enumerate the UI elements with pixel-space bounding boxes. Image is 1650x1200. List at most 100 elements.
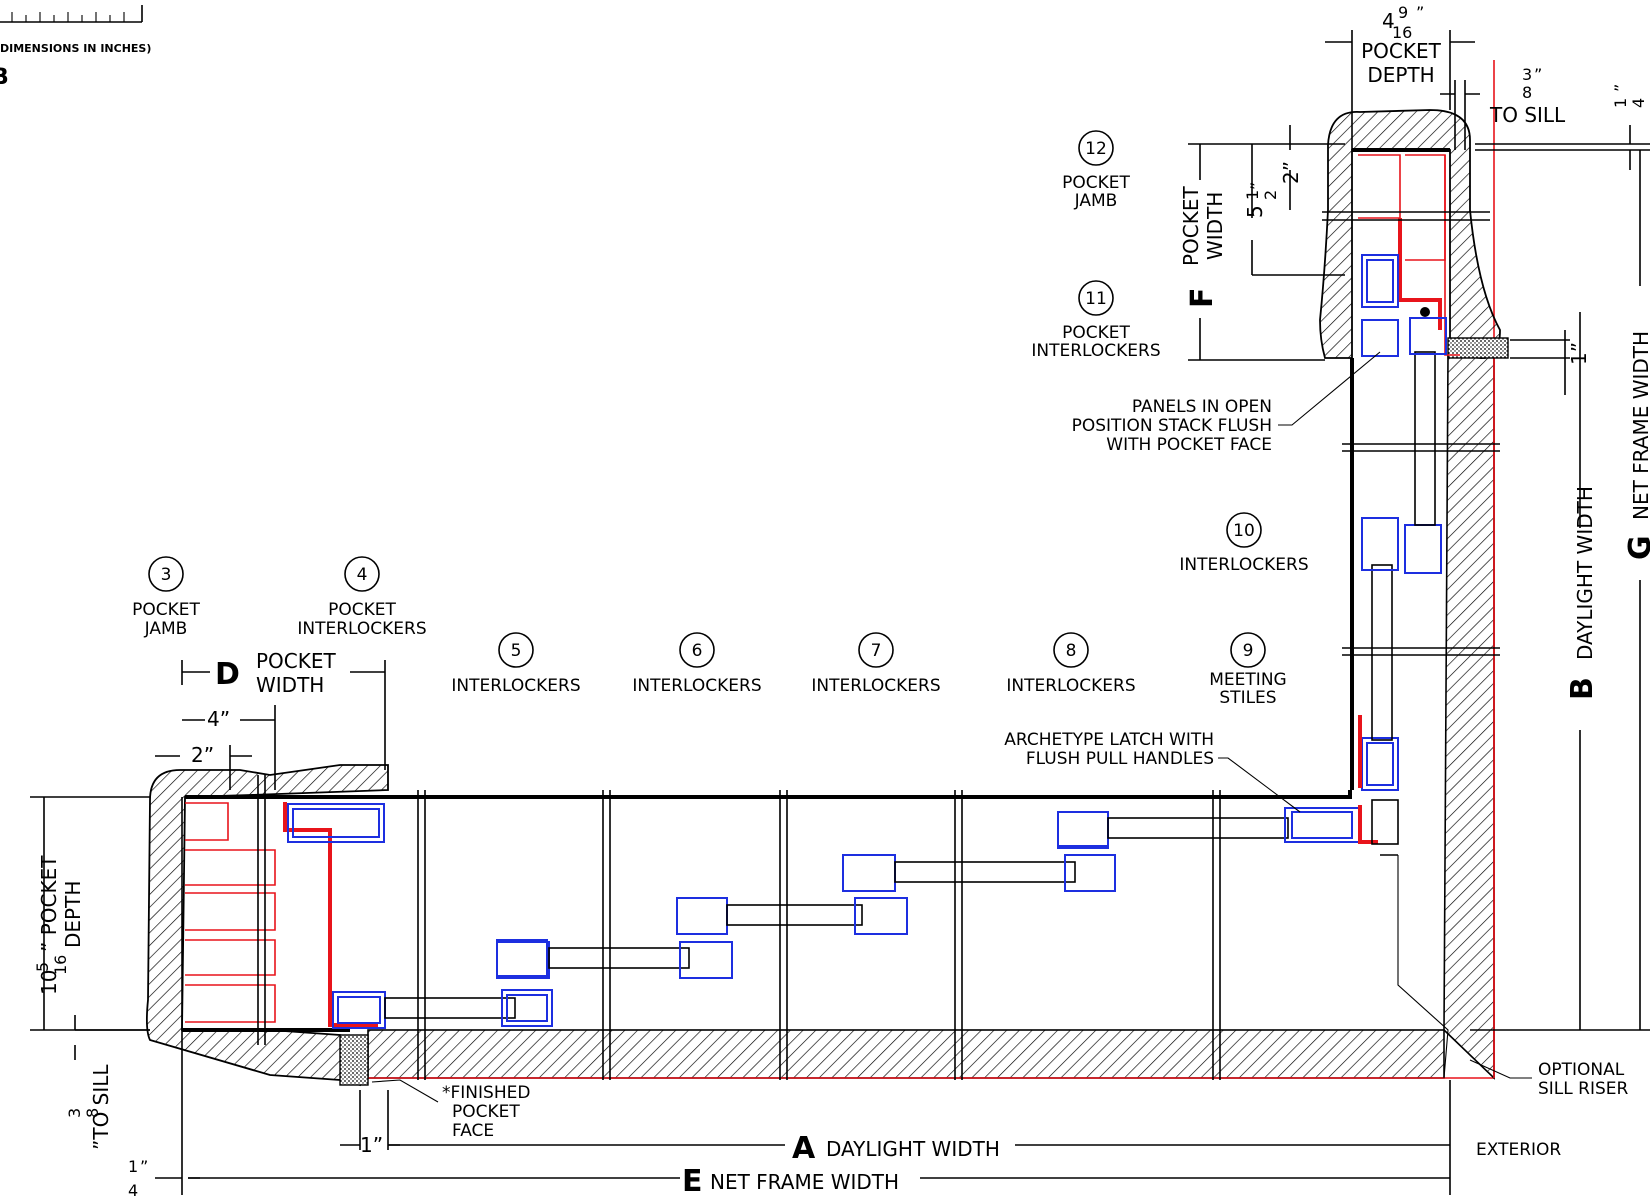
dim-four-in: 4” [207, 707, 230, 731]
callout-12: 12 POCKET JAMB [1062, 130, 1131, 211]
dim-top-depth-label-1: POCKET [1361, 39, 1442, 63]
callout-7: 7 INTERLOCKERS [811, 632, 941, 696]
dim-top-depth-whole: 4 [1382, 9, 1395, 33]
dim-top-sill-den: 8 [1522, 83, 1532, 102]
dimension-d: D POCKET WIDTH 4” 2” [155, 649, 386, 790]
panel-profile-9 [1057, 799, 1399, 847]
callout-6-label: INTERLOCKERS [632, 676, 761, 696]
dim-top-depth-label-2: DEPTH [1367, 63, 1434, 87]
dim-right-quarter-den: 4 [1629, 98, 1648, 108]
callout-4-number: 4 [357, 565, 368, 585]
dimension-left-quarter: 1 4 ” [128, 1157, 200, 1200]
callout-8-label: INTERLOCKERS [1006, 676, 1135, 696]
callout-9: 9 MEETING STILES [1209, 632, 1287, 708]
note-latch-line-1: ARCHETYPE LATCH WITH [1004, 730, 1214, 750]
note-finished-pocket-face: *FINISHED POCKET FACE [371, 1079, 530, 1141]
dim-five-half-whole: 5 [1243, 205, 1267, 218]
dim-a-letter: A [792, 1131, 816, 1166]
scale-note: DIMENSIONS IN INCHES) [0, 42, 151, 55]
callout-11-number: 11 [1085, 289, 1107, 309]
callout-4-label-2: INTERLOCKERS [297, 619, 426, 639]
dim-e-label: NET FRAME WIDTH [710, 1170, 899, 1194]
break-lines [257, 211, 1500, 1080]
note-finished-line-3: FACE [452, 1121, 494, 1141]
dim-right-two: 2” [1279, 161, 1303, 184]
note-panels-line-3: WITH POCKET FACE [1106, 435, 1272, 455]
callout-10-number: 10 [1233, 521, 1255, 541]
dim-left-quarter-den: 4 [128, 1181, 138, 1200]
dim-b-label: DAYLIGHT WIDTH [1573, 486, 1597, 660]
dim-a-label: DAYLIGHT WIDTH [826, 1137, 1000, 1161]
dim-top-depth-num: 9 [1398, 3, 1408, 22]
dim-five-half-mark: ” [1247, 182, 1266, 190]
dim-right-one: 1” [1567, 342, 1591, 365]
callout-7-label: INTERLOCKERS [811, 676, 940, 696]
note-sill-riser: OPTIONAL SILL RISER [1469, 1059, 1629, 1099]
callout-5-label: INTERLOCKERS [451, 676, 580, 696]
callout-3-number: 3 [161, 565, 172, 585]
dim-d-label-1: POCKET [256, 649, 337, 673]
note-finished-line-1: *FINISHED [442, 1083, 530, 1103]
dim-top-sill-label: TO SILL [1489, 103, 1566, 127]
dimension-one-inch: 1” [340, 1090, 400, 1157]
dim-e-letter: E [682, 1164, 703, 1199]
dim-left-depth-label-1: ” POCKET [37, 855, 61, 952]
right-pocket-wall [1319, 109, 1509, 790]
callout-11-label-2: INTERLOCKERS [1031, 341, 1160, 361]
note-latch: ARCHETYPE LATCH WITH FLUSH PULL HANDLES [1004, 730, 1301, 813]
dim-five-half-den: 2 [1261, 190, 1280, 200]
dimension-g: G NET FRAME WIDTH [1623, 150, 1650, 1030]
sliding-panels [287, 254, 1447, 1029]
callout-6-number: 6 [692, 641, 703, 661]
callout-7-number: 7 [871, 641, 882, 661]
dimension-top-to-sill: 3 8 ” TO SILL [1440, 65, 1566, 150]
dimension-f: F POCKET WIDTH 5 1 2 ” 2” [1179, 125, 1345, 361]
dim-left-quarter-mark: ” [140, 1157, 148, 1176]
dim-f-label-2: WIDTH [1203, 192, 1227, 260]
scale-bar [0, 5, 143, 23]
dimension-left-pocket-depth: 10 5 16 ” POCKET DEPTH [30, 796, 150, 1031]
right-exterior-wall [1380, 354, 1495, 1080]
dimension-left-to-sill: 3 8 ”TO SILL [65, 1015, 150, 1150]
callout-10: 10 INTERLOCKERS [1179, 512, 1309, 575]
callout-3: 3 POCKET JAMB [132, 556, 201, 639]
dim-left-depth-den: 16 [51, 955, 70, 975]
dim-right-quarter-mark: ” [1611, 84, 1630, 92]
dim-top-depth-mark: ” [1416, 3, 1424, 22]
callout-10-label: INTERLOCKERS [1179, 555, 1308, 575]
note-latch-line-2: FLUSH PULL HANDLES [1026, 749, 1214, 769]
panel-profile-10 [1361, 317, 1447, 791]
callout-12-label-2: JAMB [1074, 191, 1118, 211]
callout-3-label-1: POCKET [132, 600, 200, 620]
callout-5-number: 5 [511, 641, 522, 661]
note-panels-line-1: PANELS IN OPEN [1132, 397, 1272, 417]
dim-top-sill-num: 3 [1522, 65, 1532, 84]
note-riser-line-1: OPTIONAL [1538, 1060, 1625, 1080]
callout-4: 4 POCKET INTERLOCKERS [297, 556, 427, 639]
callout-12-number: 12 [1085, 139, 1107, 159]
dim-left-depth-label-2: DEPTH [61, 881, 85, 948]
dim-left-sill-label: ”TO SILL [89, 1064, 113, 1150]
dim-left-quarter-num: 1 [128, 1157, 138, 1176]
dim-left-sill-num: 3 [65, 1108, 84, 1118]
callout-9-label-2: STILES [1219, 688, 1276, 708]
dimension-right-quarter: 1 4 ” [1475, 84, 1650, 170]
dim-b-letter: B [1565, 677, 1600, 700]
exterior-label: EXTERIOR [1476, 1140, 1561, 1160]
dim-left-depth-whole: 10 [37, 970, 61, 995]
panel-profile-8 [842, 811, 1116, 892]
callout-3-label-2: JAMB [144, 619, 188, 639]
sheet-letter: B [0, 65, 9, 90]
dimension-a: A DAYLIGHT WIDTH [388, 1080, 1451, 1166]
dimension-top-pocket-depth: 4 9 16 ” POCKET DEPTH [1325, 3, 1475, 150]
note-panels-stack: PANELS IN OPEN POSITION STACK FLUSH WITH… [1072, 351, 1381, 455]
dim-one-in: 1” [360, 1133, 383, 1157]
dim-f-letter: F [1185, 288, 1220, 309]
callout-8: 8 INTERLOCKERS [1006, 632, 1136, 696]
dim-top-sill-mark: ” [1534, 65, 1542, 84]
dim-f-label-1: POCKET [1179, 185, 1203, 266]
note-panels-line-2: POSITION STACK FLUSH [1072, 416, 1272, 436]
callout-5: 5 INTERLOCKERS [451, 632, 581, 696]
note-riser-line-2: SILL RISER [1538, 1079, 1629, 1099]
